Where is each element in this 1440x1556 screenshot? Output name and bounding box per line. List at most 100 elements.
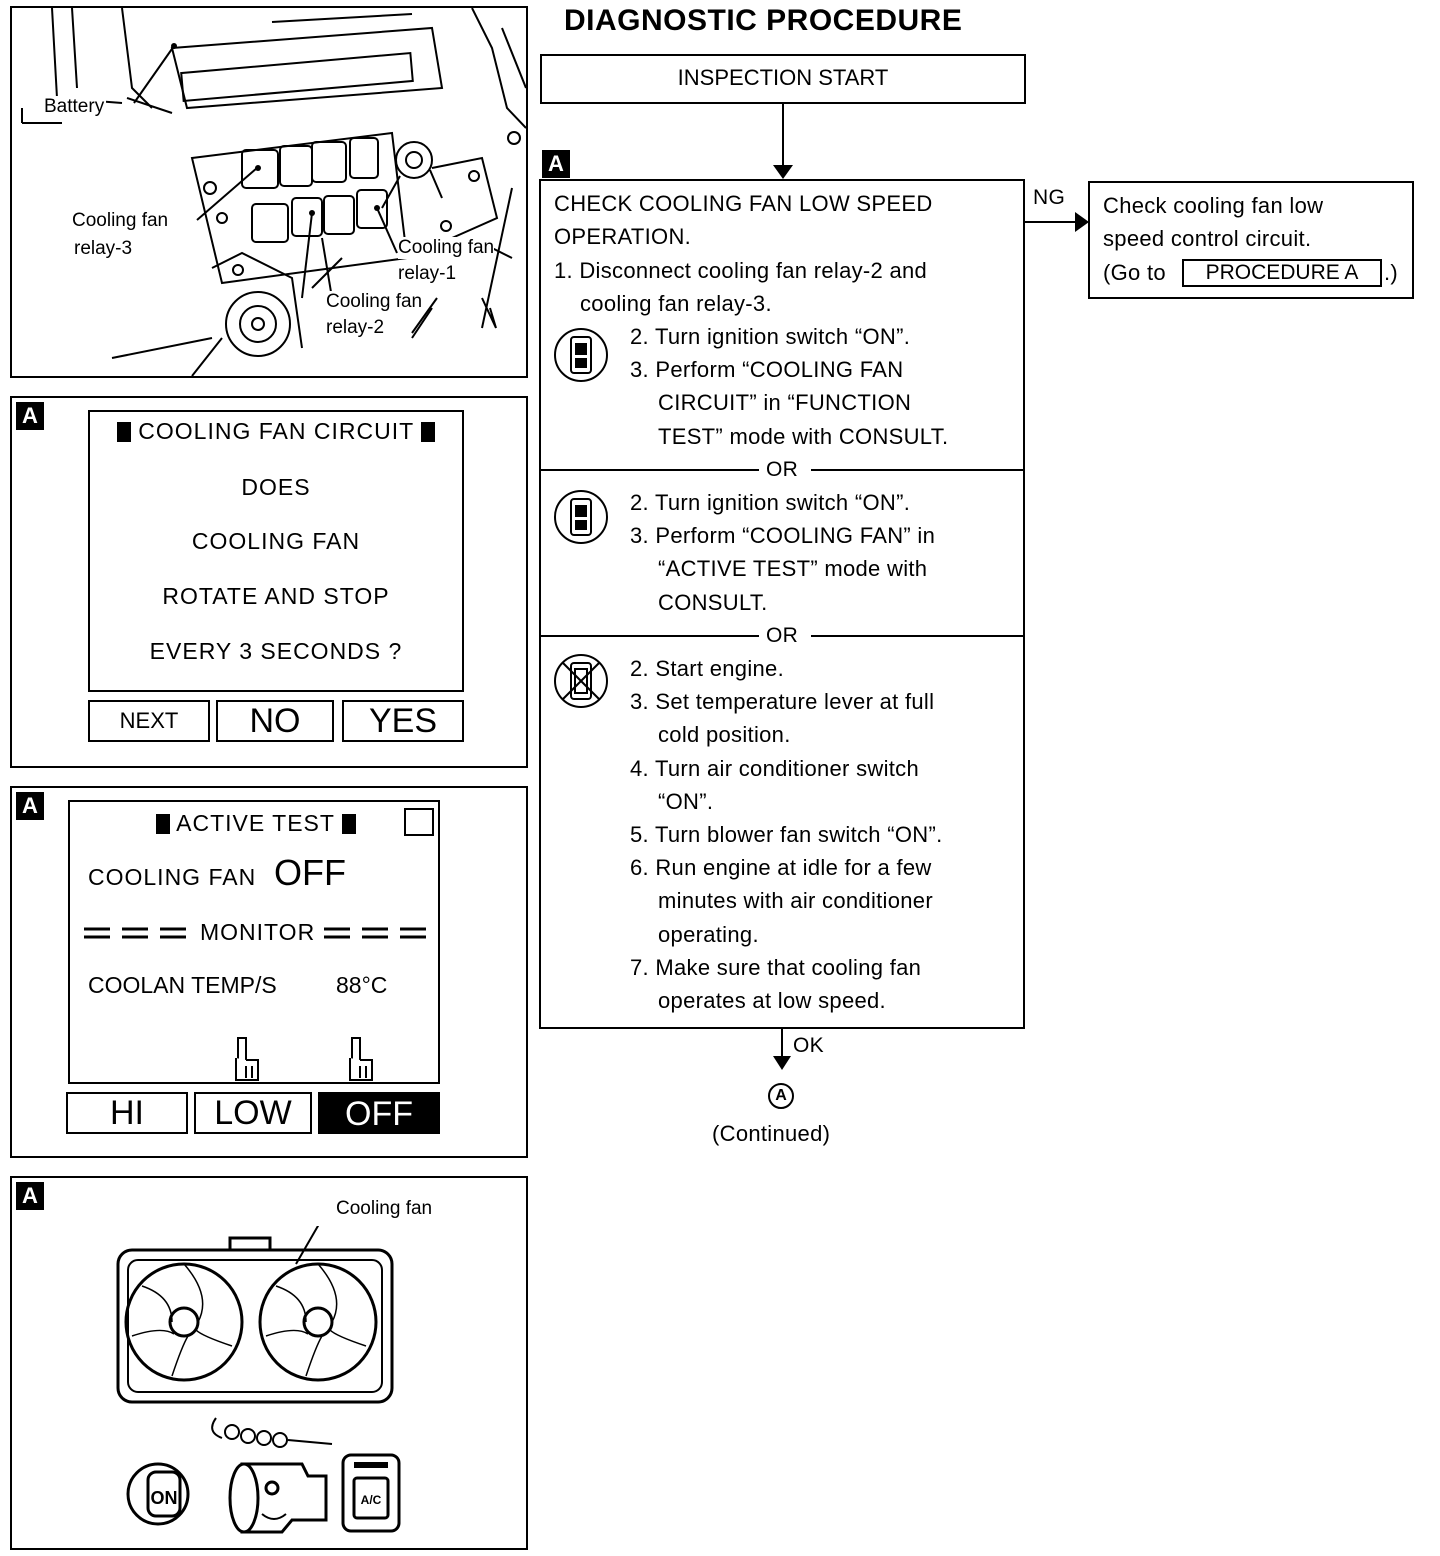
section3-line1: 2. Start engine.: [630, 656, 785, 681]
step-a-tag: A: [542, 150, 570, 178]
cooling-fan-item-value: OFF: [274, 852, 346, 893]
or-divider-left: [541, 469, 759, 471]
key-on-text: ON: [151, 1488, 178, 1508]
section2-line1: 2. Turn ignition switch “ON”.: [630, 490, 911, 515]
or-label: OR: [766, 624, 799, 647]
section3-line10: 7. Make sure that cooling fan: [630, 955, 922, 980]
or-divider-right: [811, 469, 1023, 471]
ng-line3-suffix: .): [1384, 260, 1399, 285]
cooling-fan-label: Cooling fan: [336, 1198, 433, 1219]
empty-checkbox[interactable]: [404, 808, 434, 836]
section3-line4: 4. Turn air conditioner switch: [630, 756, 920, 781]
figure-tag: A: [16, 1182, 44, 1210]
ng-action-box: Check cooling fan low speed control circ…: [1088, 181, 1414, 299]
continued-marker-text: A: [775, 1087, 787, 1104]
section3-line7: 6. Run engine at idle for a few: [630, 855, 932, 880]
check-box: CHECK COOLING FAN LOW SPEED OPERATION. 1…: [539, 179, 1025, 1029]
section2-line3: “ACTIVE TEST” mode with: [658, 556, 928, 581]
screen-title-text: ACTIVE TEST: [176, 810, 335, 836]
section3-line6: 5. Turn blower fan switch “ON”.: [630, 822, 943, 847]
ok-arrow-shaft: [781, 1029, 783, 1057]
relay-1-label-line2: relay-1: [398, 263, 457, 285]
screen-title: ACTIVE TEST: [156, 810, 356, 837]
arrow-shaft: [782, 104, 784, 168]
figure-tag: A: [16, 402, 44, 430]
engine-compartment-illustration: [21, 8, 526, 376]
consult-screen: COOLING FAN CIRCUIT DOES COOLING FAN ROT…: [88, 410, 464, 692]
active-test-figure: A ACTIVE TEST COOLING FAN OFF MONITOR CO…: [10, 786, 528, 1158]
inspection-start-box: INSPECTION START: [540, 54, 1026, 104]
ignition-key-icon: ON: [126, 1462, 190, 1526]
low-button[interactable]: LOW: [194, 1092, 312, 1134]
check-title-line1: CHECK COOLING FAN LOW SPEED: [554, 191, 933, 216]
check-title-line2: OPERATION.: [554, 224, 692, 249]
relay-location-figure: Battery Cooling fan relay-3 Cooling fan …: [10, 6, 528, 378]
ac-switch-icon: A/C: [341, 1453, 401, 1533]
section3-line3: cold position.: [658, 722, 791, 747]
ng-line2: speed control circuit.: [1103, 226, 1312, 251]
consult-tester-icon: [554, 328, 608, 382]
procedure-a-text: PROCEDURE A: [1205, 261, 1359, 284]
screen-line-1: DOES: [241, 474, 311, 500]
step1-line1: 1. Disconnect cooling fan relay-2 and: [554, 258, 928, 283]
off-button[interactable]: OFF: [318, 1092, 440, 1134]
screen-line-3: ROTATE AND STOP: [162, 583, 390, 609]
arrow-right-icon: [1075, 212, 1089, 232]
ok-label: OK: [793, 1034, 824, 1057]
ng-line1: Check cooling fan low: [1103, 193, 1324, 218]
relay-1-label-line1: Cooling fan: [398, 237, 495, 259]
section3-line5: “ON”.: [658, 789, 714, 814]
screen-title: COOLING FAN CIRCUIT: [90, 418, 462, 445]
section1-line2: 3. Perform “COOLING FAN: [630, 357, 904, 382]
section2-line4: CONSULT.: [658, 590, 768, 615]
sensor-label: COOLAN TEMP/S: [88, 972, 277, 998]
next-button[interactable]: NEXT: [88, 700, 210, 742]
ng-line3-prefix: (Go to: [1103, 260, 1166, 285]
screen-line-2: COOLING FAN: [191, 528, 361, 554]
continued-label: (Continued): [712, 1121, 831, 1146]
relay-3-label-line2: relay-3: [74, 238, 133, 260]
step1-line2: cooling fan relay-3.: [580, 291, 772, 316]
hi-button[interactable]: HI: [66, 1092, 188, 1134]
arrow-down-icon: [773, 1056, 791, 1070]
screen-line-4: EVERY 3 SECONDS ?: [149, 638, 403, 664]
monitor-label: MONITOR: [200, 919, 316, 945]
screen-title-text: COOLING FAN CIRCUIT: [138, 418, 414, 444]
pointing-hand-icon: [349, 1037, 373, 1081]
sensor-value: 88°C: [336, 972, 388, 998]
section3-line9: operating.: [658, 922, 759, 947]
consult-screen: ACTIVE TEST COOLING FAN OFF MONITOR COOL…: [68, 800, 440, 1084]
double-dash-icon: [324, 927, 426, 939]
cooling-fan-illustration: [116, 1226, 394, 1404]
continued-marker: A: [768, 1083, 794, 1109]
procedure-a-link[interactable]: PROCEDURE A: [1182, 259, 1382, 287]
yes-button[interactable]: YES: [342, 700, 464, 742]
engine-icon: [228, 1462, 328, 1534]
function-test-figure: A COOLING FAN CIRCUIT DOES COOLING FAN R…: [10, 396, 528, 768]
section2-line2: 3. Perform “COOLING FAN” in: [630, 523, 936, 548]
ng-label: NG: [1033, 186, 1066, 209]
section3-line8: minutes with air conditioner: [658, 888, 933, 913]
monitor-divider: MONITOR: [82, 918, 430, 948]
fan-motion-icon: [211, 1417, 333, 1448]
battery-label: Battery: [42, 96, 107, 118]
section1-line3: CIRCUIT” in “FUNCTION: [658, 390, 912, 415]
section3-line11: operates at low speed.: [658, 988, 886, 1013]
or-divider-right: [811, 635, 1023, 637]
no-button[interactable]: NO: [216, 700, 334, 742]
or-label: OR: [766, 458, 799, 481]
section1-line1: 2. Turn ignition switch “ON”.: [630, 324, 911, 349]
ac-text: A/C: [361, 1493, 382, 1507]
cooling-fan-figure: A Cooling fan ON: [10, 1176, 528, 1550]
relay-2-label-line1: Cooling fan: [326, 291, 423, 313]
inspection-start-text: INSPECTION START: [677, 65, 889, 90]
pointing-hand-icon: [235, 1037, 259, 1081]
figure-tag: A: [16, 792, 44, 820]
section3-line2: 3. Set temperature lever at full: [630, 689, 935, 714]
double-dash-icon: [84, 927, 186, 939]
relay-2-label-line2: relay-2: [326, 317, 385, 339]
or-divider-left: [541, 635, 759, 637]
cooling-fan-item-label: COOLING FAN: [88, 864, 257, 890]
arrow-down-icon: [773, 165, 793, 179]
consult-tester-icon: [554, 490, 608, 544]
